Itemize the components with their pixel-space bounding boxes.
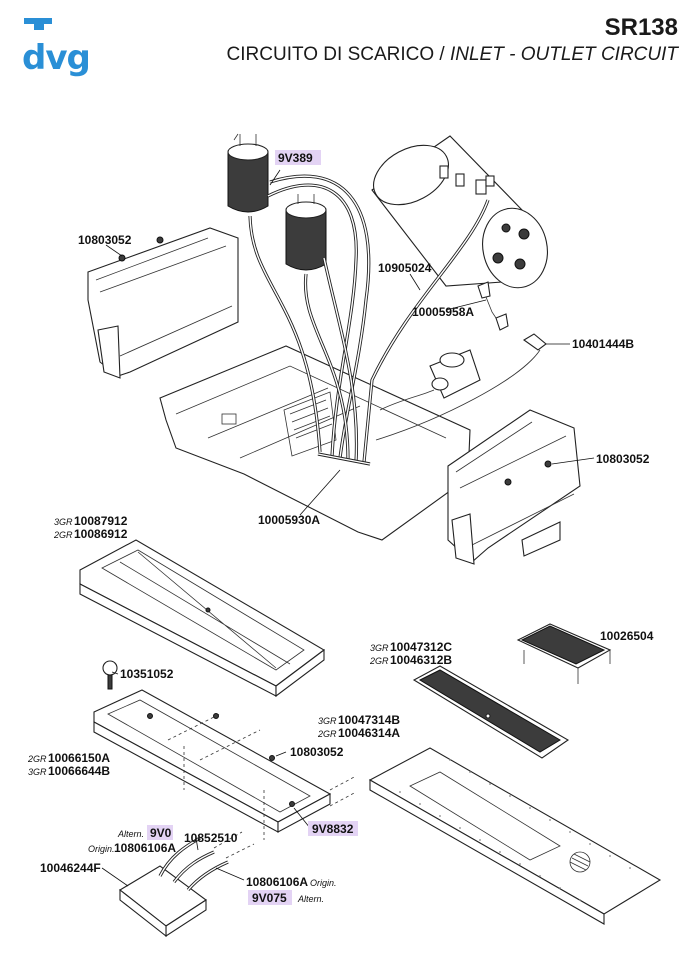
label-10046244f: 10046244F [40, 861, 101, 875]
label-10806106a-left: 10806106A [114, 841, 176, 855]
label-grid-3gr: 3GR [370, 643, 389, 653]
brand-name: dvg [22, 38, 91, 78]
label-9v8832: 9V8832 [312, 822, 354, 836]
boiler [371, 135, 548, 289]
label-altern-a: Altern. [117, 829, 144, 839]
screw-right [504, 460, 552, 486]
label-10905024: 10905024 [378, 261, 432, 275]
label-10806106a-right: 10806106A [246, 875, 308, 889]
label-10803052-top: 10803052 [78, 233, 132, 247]
label-10066644b: 10066644B [48, 764, 110, 778]
drain-tube-bundle [248, 174, 490, 466]
screw-base [213, 713, 275, 761]
model-code: SR138 [604, 14, 678, 41]
label-10005958a: 10005958A [412, 305, 474, 319]
label-highlight-9v075 [248, 890, 292, 905]
label-10047312c: 10047312C [390, 640, 452, 654]
label-10852510: 10852510 [184, 831, 238, 845]
label-9v0: 9V0 [150, 826, 172, 840]
label-tray-2gr: 2GR [53, 530, 73, 540]
top-plate [368, 747, 662, 925]
label-altern-b: Altern. [297, 894, 324, 904]
label-plate-2gr: 2GR [317, 729, 337, 739]
label-10803052-right: 10803052 [596, 452, 650, 466]
label-10351052: 10351052 [120, 667, 174, 681]
tray-knob [102, 660, 118, 690]
heat-exchanger-left [227, 133, 269, 213]
label-base-3gr: 3GR [28, 767, 47, 777]
label-10087912: 10087912 [74, 514, 128, 528]
title-italian: CIRCUITO DI SCARICO / [226, 44, 450, 65]
label-plate-3gr: 3GR [318, 716, 337, 726]
label-base-2gr: 2GR [27, 754, 47, 764]
cup-grid-small [516, 623, 612, 684]
drip-tray [79, 539, 325, 698]
label-10066150a: 10066150A [48, 751, 110, 765]
page-title: CIRCUITO DI SCARICO / INLET - OUTLET CIR… [227, 44, 678, 66]
label-highlight-9v8832 [308, 821, 358, 836]
label-10047314b: 10047314B [338, 713, 400, 727]
label-highlight-9v389 [275, 150, 321, 165]
label-origin-b: Origin. [310, 878, 337, 888]
label-9v389: 9V389 [278, 151, 313, 165]
heat-exchanger-right [285, 194, 327, 271]
machine-frame [87, 227, 581, 565]
label-9v075: 9V075 [252, 891, 287, 905]
label-grid-2gr: 2GR [369, 656, 389, 666]
label-10005930a: 10005930A [258, 513, 320, 527]
label-10401444b: 10401444B [572, 337, 634, 351]
solenoid-valve [379, 349, 481, 411]
drip-base [93, 689, 357, 840]
drain-funnel [119, 865, 207, 938]
label-10046314a: 10046314A [338, 726, 400, 740]
label-10803052-bottom: 10803052 [290, 745, 344, 759]
label-origin-a: Origin. [88, 844, 115, 854]
label-tray-3gr: 3GR [54, 517, 73, 527]
title-english: INLET - OUTLET CIRCUIT [449, 44, 678, 65]
water-inlet-line [375, 281, 547, 441]
label-highlight-9v0 [147, 825, 173, 840]
label-10026504: 10026504 [600, 629, 654, 643]
label-10046312b: 10046312B [390, 653, 452, 667]
faucet-icon [24, 18, 52, 30]
leader-lines [101, 169, 595, 887]
screw-top-left [118, 236, 164, 262]
label-10086912: 10086912 [74, 527, 128, 541]
cup-grid-long [412, 665, 570, 759]
dvg-logo [22, 14, 102, 84]
